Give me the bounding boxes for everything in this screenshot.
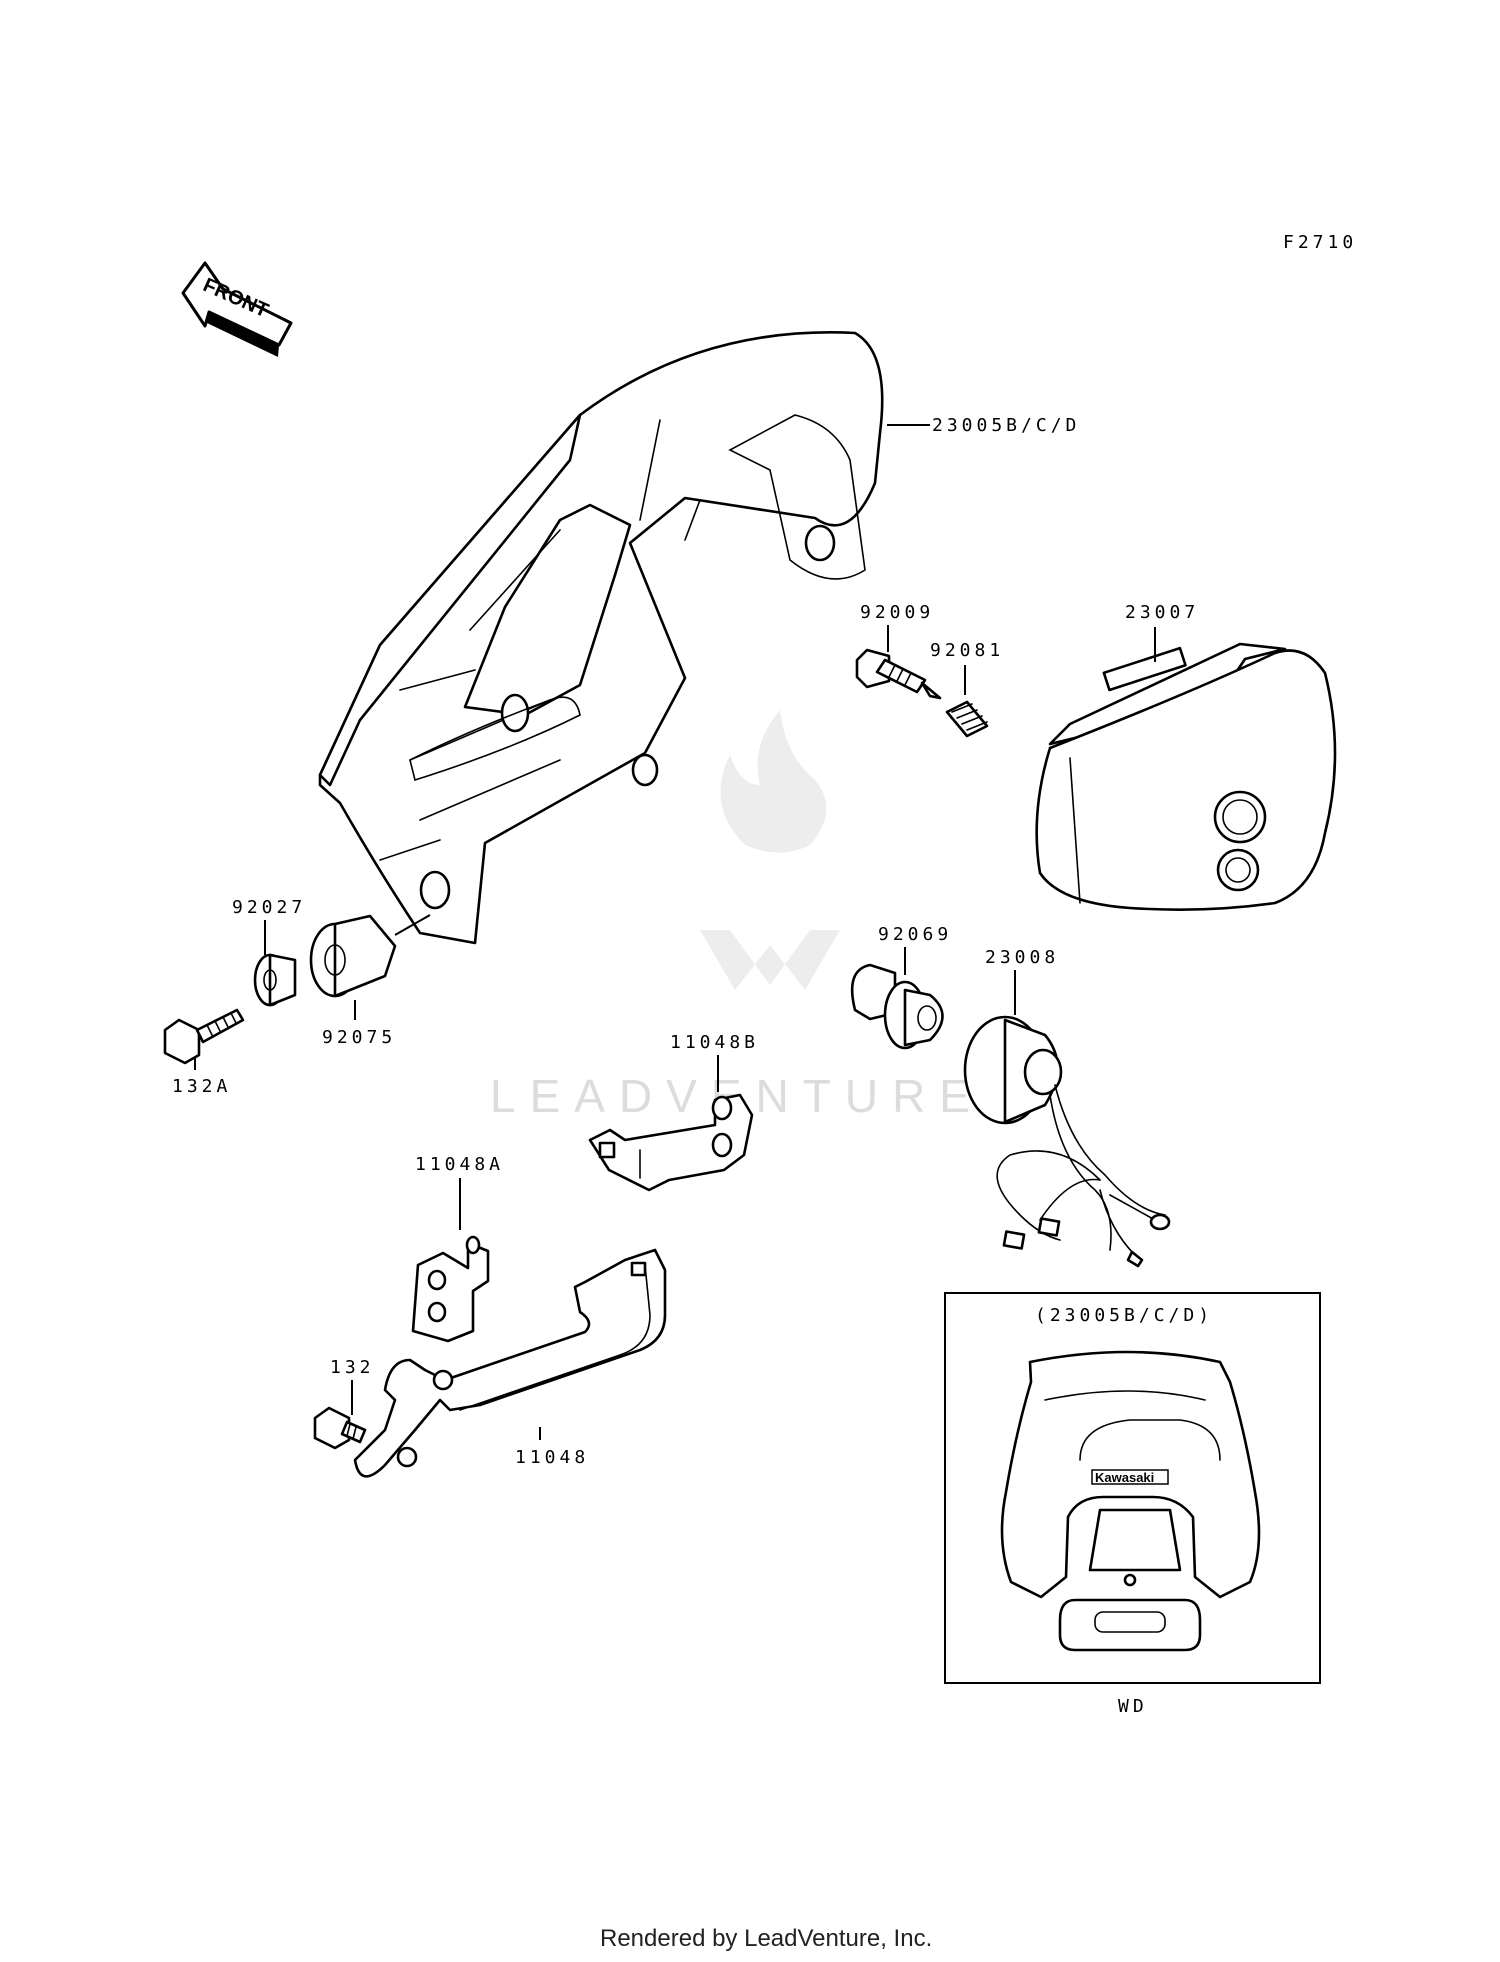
label-92075[interactable]: 92075 <box>322 1027 396 1048</box>
bracket[interactable] <box>353 1248 667 1478</box>
label-92081[interactable]: 92081 <box>930 640 1004 661</box>
label-132a[interactable]: 132A <box>172 1076 231 1097</box>
label-23005bcd[interactable]: 23005B/C/D <box>932 415 1080 436</box>
bolt[interactable] <box>313 1406 367 1450</box>
number-plate-cowl: Kawasaki <box>1000 1350 1261 1652</box>
figure-code: F2710 <box>1283 232 1357 253</box>
bracket-a[interactable] <box>411 1235 490 1343</box>
headlight-lens-unit[interactable] <box>1035 642 1337 911</box>
label-11048[interactable]: 11048 <box>515 1447 589 1468</box>
collar[interactable] <box>253 953 297 1007</box>
label-132[interactable]: 132 <box>330 1357 375 1378</box>
inset-caption: WD <box>1118 1696 1148 1717</box>
spring[interactable] <box>945 700 989 738</box>
inset-panel: (23005B/C/D) Kawasaki <box>944 1292 1321 1684</box>
label-92069[interactable]: 92069 <box>878 924 952 945</box>
screw[interactable] <box>855 648 942 700</box>
damper[interactable] <box>309 914 431 998</box>
render-credit: Rendered by LeadVenture, Inc. <box>600 1925 932 1952</box>
bulb[interactable] <box>850 963 944 1050</box>
front-arrow-icon: FRONT <box>181 261 293 357</box>
headlight-cowl[interactable] <box>318 331 884 945</box>
label-11048a[interactable]: 11048A <box>415 1154 504 1175</box>
label-11048b[interactable]: 11048B <box>670 1032 759 1053</box>
inset-logo-text: Kawasaki <box>1095 1470 1154 1485</box>
label-92027[interactable]: 92027 <box>232 897 306 918</box>
socket-assembly[interactable] <box>963 1015 1171 1268</box>
label-23008[interactable]: 23008 <box>985 947 1059 968</box>
label-92009[interactable]: 92009 <box>860 602 934 623</box>
bracket-b[interactable] <box>588 1093 754 1192</box>
inset-title: (23005B/C/D) <box>1035 1305 1213 1326</box>
flange-bolt[interactable] <box>163 1008 245 1065</box>
label-23007[interactable]: 23007 <box>1125 602 1199 623</box>
